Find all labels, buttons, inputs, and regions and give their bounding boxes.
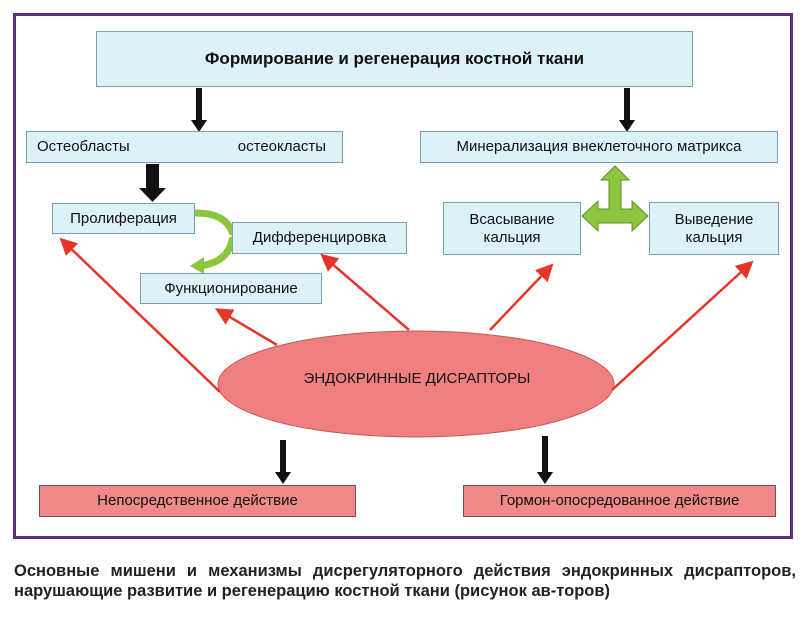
osteoblasts-osteoclasts-box: Остеобласты остеокласты <box>26 131 343 163</box>
arrow-ellipse-to-direct <box>275 440 291 484</box>
arrow-osteo-to-proliferation <box>139 164 166 202</box>
osteoblasts-label: Остеобласты <box>37 138 130 155</box>
proliferation-label: Пролиферация <box>70 209 177 227</box>
calcium-absorption-box: Всасывание кальция <box>443 202 581 255</box>
green-curve-arrowhead <box>190 257 204 274</box>
direct-action-label: Непосредственное действие <box>97 492 298 509</box>
endocrine-disruptors-ellipse <box>217 330 615 438</box>
green-curved-arrows <box>189 209 236 270</box>
figure-caption: Основные мишени и механизмы дисрегулятор… <box>14 562 796 600</box>
red-arrow-to-calcium-absorption <box>489 263 554 331</box>
hormone-mediated-action-box: Гормон-опосредованное действие <box>463 485 776 517</box>
title-text: Формирование и регенерация костной ткани <box>204 48 585 68</box>
mineralization-label: Минерализация внеклеточного матрикса <box>456 138 742 155</box>
arrow-ellipse-to-hormone <box>537 436 553 484</box>
endocrine-disruptors-label: ЭНДОКРИННЫЕ ДИСРАПТОРЫ <box>303 370 531 387</box>
hormone-mediated-action-label: Гормон-опосредованное действие <box>499 492 740 509</box>
red-arrow-to-proliferation <box>59 237 221 393</box>
red-arrow-to-functioning <box>214 308 278 347</box>
green-three-way-arrow <box>581 165 649 233</box>
arrow-title-to-mineralization <box>619 88 635 132</box>
differentiation-label: Дифференцировка <box>252 229 387 246</box>
calcium-excretion-box: Выведение кальция <box>649 202 779 255</box>
functioning-box: Функционирование <box>140 273 322 304</box>
red-arrows <box>59 237 754 393</box>
differentiation-box: Дифференцировка <box>232 222 407 254</box>
title-box: Формирование и регенерация костной ткани <box>96 31 693 87</box>
arrow-title-to-osteo <box>191 88 207 132</box>
direct-action-box: Непосредственное действие <box>39 485 356 517</box>
osteoclasts-label: остеокласты <box>237 138 326 155</box>
calcium-excretion-label: Выведение кальция <box>674 210 754 246</box>
proliferation-box: Пролиферация <box>52 203 195 234</box>
functioning-label: Функционирование <box>164 279 298 297</box>
calcium-absorption-label: Всасывание кальция <box>469 210 555 246</box>
black-arrows <box>139 88 635 484</box>
red-arrow-to-differentiation <box>320 253 410 331</box>
red-arrow-to-calcium-excretion <box>611 260 754 391</box>
mineralization-box: Минерализация внеклеточного матрикса <box>420 131 778 163</box>
